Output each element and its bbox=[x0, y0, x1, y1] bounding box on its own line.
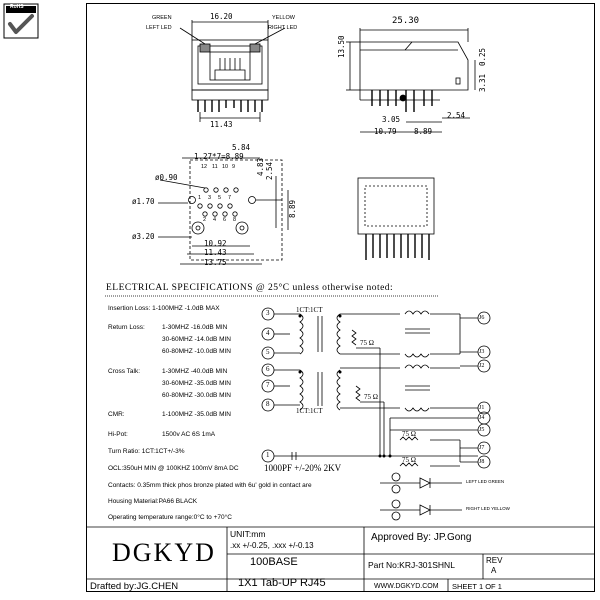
return-loss-label: Return Loss: bbox=[108, 324, 145, 331]
fp-dim-170: ø1.70 bbox=[132, 197, 155, 206]
drafted-by: Drafted by:JG.CHEN bbox=[90, 581, 179, 592]
pin-j7: J7 bbox=[479, 445, 485, 451]
pin-6: 6 bbox=[266, 365, 270, 373]
fp-dim-584: 5.84 bbox=[232, 143, 251, 152]
pin-j6: J6 bbox=[479, 315, 485, 321]
fp-pin-mid-2: 5 bbox=[218, 195, 222, 201]
fp-dim-1092: 10.92 bbox=[204, 239, 227, 248]
hipot-value: 1500v AC 6S 1mA bbox=[162, 431, 216, 438]
pin-8: 8 bbox=[266, 400, 270, 408]
fp-pin-top-2: 10 bbox=[222, 164, 229, 170]
rohs-logo bbox=[3, 3, 39, 39]
cross-talk-1: 30-60MHZ -35.0dB MIN bbox=[162, 380, 231, 387]
right-dim-2: 0.25 bbox=[478, 47, 487, 66]
capacitor-label: 1000PF +/-20% 2KV bbox=[264, 463, 342, 473]
height-dim: 13.50 bbox=[337, 35, 346, 58]
part-description: 1X1 Tab-UP RJ45 bbox=[238, 577, 326, 589]
yellow-label: YELLOW bbox=[272, 15, 295, 21]
specs-header: ELECTRICAL SPECIFICATIONS @ 25°C unless … bbox=[106, 283, 394, 293]
operating-temp: Operating temperature range:0°C to +70°C bbox=[108, 514, 232, 521]
return-loss-0: 1-30MHZ -16.0dB MIN bbox=[162, 324, 228, 331]
fp-pin-top-0: 12 bbox=[201, 164, 208, 170]
width-dim: 16.20 bbox=[210, 12, 233, 21]
cross-talk-label: Cross Talk: bbox=[108, 368, 141, 375]
rev-label: REV bbox=[486, 556, 503, 565]
pin-4: 4 bbox=[266, 329, 270, 337]
fp-pin-bot-3: 8 bbox=[233, 217, 237, 223]
bottom-dim: 11.43 bbox=[210, 120, 233, 129]
housing: Housing Material:PA66 BLACK bbox=[108, 498, 198, 505]
pin-j4: J4 bbox=[479, 415, 485, 421]
pin-j3: J3 bbox=[479, 349, 485, 355]
cmr-label: CMR: bbox=[108, 411, 125, 418]
fp-pin-mid-0: 1 bbox=[198, 195, 202, 201]
fp-dim-483: 4.83 bbox=[256, 157, 265, 176]
company-name: DGKYD bbox=[112, 538, 216, 567]
right-led-label: RIGHT LED bbox=[268, 25, 298, 31]
pin-5: 5 bbox=[266, 348, 270, 356]
insertion-loss: Insertion Loss: 1-100MHZ -1.0dB MAX bbox=[108, 305, 220, 312]
fp-dim-127: 1.27*7=8.89 bbox=[194, 152, 244, 161]
fp-pin-bot-1: 4 bbox=[213, 217, 217, 223]
fp-dim-1375: 13.75 bbox=[204, 258, 227, 267]
return-loss-1: 30-60MHZ -14.0dB MIN bbox=[162, 336, 231, 343]
left-led-label: LEFT LED bbox=[146, 25, 172, 31]
fp-dim-889: 8.89 bbox=[288, 199, 297, 218]
dim-305: 3.05 bbox=[382, 115, 401, 124]
contacts: Contacts: 0.35mm thick phos bronze plate… bbox=[108, 482, 312, 489]
pin-j8: J8 bbox=[479, 459, 485, 465]
fp-dim-320: ø3.20 bbox=[132, 232, 155, 241]
part-number: Part No:KRJ-301SHNL bbox=[368, 560, 455, 570]
dim-1079: 10.79 bbox=[374, 127, 397, 136]
led-yellow-label: RIGHT LED YELLOW bbox=[466, 506, 510, 511]
length-dim: 25.30 bbox=[392, 16, 420, 26]
resistor-j7-label: 75 Ω bbox=[402, 456, 416, 464]
hipot-label: Hi-Pot: bbox=[108, 431, 128, 438]
fp-pin-bot-2: 6 bbox=[223, 217, 227, 223]
pin-j2: J2 bbox=[479, 363, 485, 369]
dim-254: 2.54 bbox=[447, 111, 466, 120]
fp-dim-1143: 11.43 bbox=[204, 248, 227, 257]
tolerance: .xx +/-0.25, .xxx +/-0.13 bbox=[230, 541, 314, 550]
led-green-label: LEFT LED GREEN bbox=[466, 479, 505, 484]
fp-dim-254: 2.54 bbox=[265, 161, 274, 180]
fp-pin-top-3: 9 bbox=[232, 164, 236, 170]
fp-pin-bot-0: 2 bbox=[203, 217, 207, 223]
ocl: OCL:350uH MIN @ 100KHZ 100mV 8mA DC bbox=[108, 465, 239, 472]
website: WWW.DGKYD.COM bbox=[374, 583, 439, 590]
dim-889: 8.89 bbox=[414, 127, 433, 136]
pin-j5: J5 bbox=[479, 427, 485, 433]
return-loss-2: 60-80MHZ -10.0dB MIN bbox=[162, 348, 231, 355]
rev-value: A bbox=[491, 566, 497, 575]
unit-label: UNIT:mm bbox=[230, 529, 266, 539]
part-title: 100BASE bbox=[250, 556, 298, 568]
right-dim: 3.31 bbox=[478, 73, 487, 92]
fp-pin-mid-3: 7 bbox=[228, 195, 232, 201]
cross-talk-2: 60-80MHZ -30.0dB MIN bbox=[162, 392, 231, 399]
resistor-bot-label: 75 Ω bbox=[364, 393, 378, 401]
ratio-bottom: 1CT:1CT bbox=[296, 407, 323, 415]
green-label: GREEN bbox=[152, 15, 172, 21]
fp-pin-top-1: 11 bbox=[212, 164, 218, 170]
pin-7: 7 bbox=[266, 381, 270, 389]
sheet-number: SHEET 1 OF 1 bbox=[452, 582, 502, 591]
resistor-j4-label: 75 Ω bbox=[402, 430, 416, 438]
turn-ratio: Turn Ratio: 1CT:1CT+/-3% bbox=[108, 448, 185, 455]
pin-j1: J1 bbox=[479, 405, 485, 411]
fp-pin-mid-1: 3 bbox=[208, 195, 212, 201]
drawing-frame bbox=[86, 3, 595, 592]
pin-3: 3 bbox=[266, 309, 270, 317]
rohs-text: RoHS bbox=[10, 4, 24, 10]
approved-by: Approved By: JP.Gong bbox=[371, 532, 472, 543]
cmr-value: 1-100MHZ -35.0dB MIN bbox=[162, 411, 231, 418]
cross-talk-0: 1-30MHZ -40.0dB MIN bbox=[162, 368, 228, 375]
fp-dim-090: ø0.90 bbox=[155, 173, 178, 182]
pin-1: 1 bbox=[266, 451, 270, 459]
ratio-top: 1CT:1CT bbox=[296, 306, 323, 314]
resistor-top-label: 75 Ω bbox=[360, 339, 374, 347]
